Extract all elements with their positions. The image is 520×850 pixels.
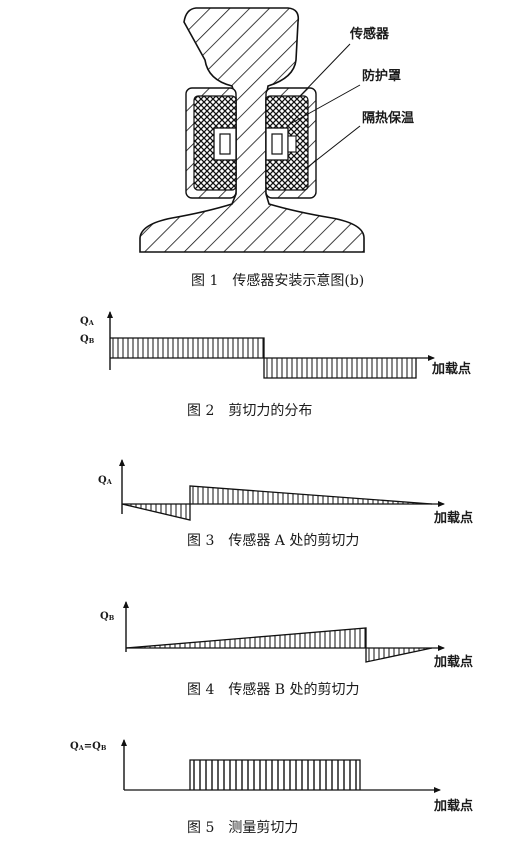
figure3-bars — [121, 485, 433, 521]
figure5-outline — [189, 759, 361, 790]
label-sensor: 传感器 — [349, 26, 390, 42]
figure4-plot: QB 加载点 — [100, 601, 473, 670]
figure5-bars — [189, 759, 361, 790]
rail-profile — [139, 7, 365, 253]
leader-shield — [289, 84, 361, 125]
left-sensor — [213, 127, 237, 161]
figure2-x-label: 加载点 — [431, 361, 471, 377]
figure2-y-label-b: QB — [80, 334, 95, 345]
leader-insulation — [303, 125, 361, 171]
figure4-x-label: 加载点 — [433, 654, 473, 670]
figure4-caption: 图 4 传感器 B 处的剪切力 — [187, 681, 360, 698]
figure5-y-label: QA=QB — [70, 741, 107, 752]
figure2-caption: 图 2 剪切力的分布 — [187, 403, 312, 419]
leader-sensor — [299, 43, 351, 97]
right-sensor — [265, 127, 297, 161]
figure4-bars — [125, 627, 433, 663]
rail-section-diagram: 传感器 防护罩 隔热保温 — [139, 7, 414, 253]
figure2-bars — [110, 337, 417, 379]
figure3-y-label: QA — [98, 475, 113, 486]
label-shield: 防护罩 — [362, 68, 401, 84]
figure3-x-label: 加载点 — [433, 510, 473, 526]
figure4-y-label: QB — [100, 611, 115, 622]
figure3-caption: 图 3 传感器 A 处的剪切力 — [187, 532, 359, 549]
figure4-outline — [125, 627, 433, 663]
figure5-x-label: 加载点 — [433, 798, 473, 814]
figure2-plot: QA QB 加载点 — [80, 311, 471, 379]
figure3-outline — [121, 485, 433, 521]
figure5-caption: 图 5 测量剪切力 — [187, 820, 298, 836]
figure1-caption: 图 1 传感器安装示意图(b) — [191, 272, 364, 289]
figure5-plot: QA=QB 加载点 — [70, 739, 473, 814]
figure2-y-label-a: QA — [80, 316, 95, 327]
figure3-plot: QA 加载点 — [98, 459, 473, 526]
label-insulation: 隔热保温 — [362, 110, 414, 126]
